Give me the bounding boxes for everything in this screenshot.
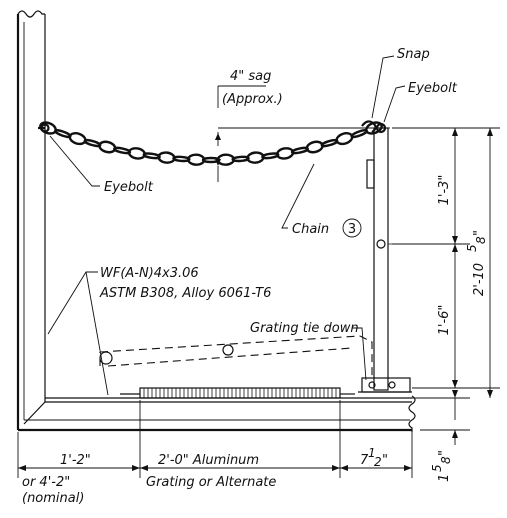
section-material: ASTM B308, Alloy 6061-T6 xyxy=(99,286,271,301)
svg-text:7: 7 xyxy=(360,453,369,468)
svg-text:1: 1 xyxy=(368,446,376,460)
svg-text:2: 2 xyxy=(374,455,382,469)
dim-right-label: 7 1 2 " xyxy=(360,446,388,469)
chain-link xyxy=(68,132,87,146)
sag-dimension xyxy=(215,85,375,182)
section-designation: WF(A-N)4x3.06 xyxy=(100,266,199,281)
sag-note-label: (Approx.) xyxy=(222,92,283,107)
floor-section xyxy=(18,395,416,432)
svg-text:5: 5 xyxy=(465,244,479,252)
chain-link xyxy=(350,129,368,139)
chain-link xyxy=(54,129,72,139)
chain-number: 3 xyxy=(348,222,356,237)
svg-text:2'-10: 2'-10 xyxy=(472,263,487,296)
dim-mid-alt-label: Grating or Alternate xyxy=(146,475,276,490)
dim-small-label: 1 5 8 " xyxy=(430,450,453,482)
left-wall-section xyxy=(16,10,46,430)
snap-hook-icon xyxy=(361,120,377,133)
dim-left-label: 1'-2" xyxy=(60,453,91,468)
dim-lower-label: 1'-6" xyxy=(437,305,452,336)
leaders xyxy=(47,55,406,396)
svg-text:": " xyxy=(437,450,452,456)
dim-left-nominal-label: (nominal) xyxy=(22,491,84,506)
grating xyxy=(120,387,355,399)
grating-tie-down-label: Grating tie down xyxy=(250,321,359,336)
sag-value-label: 4" sag xyxy=(230,69,271,84)
eyebolt-left-icon xyxy=(38,123,50,133)
snap-label: Snap xyxy=(397,47,430,62)
gate-post xyxy=(358,127,412,393)
svg-text:": " xyxy=(472,230,487,236)
eyebolt-left-label: Eyebolt xyxy=(104,180,154,195)
svg-text:8: 8 xyxy=(439,456,453,464)
dim-left-alt-label: or 4'-2" xyxy=(22,475,70,490)
svg-text:1: 1 xyxy=(437,474,452,482)
svg-text:5: 5 xyxy=(430,464,444,472)
chain-link xyxy=(305,140,324,154)
chain-link xyxy=(127,147,147,160)
chain-link xyxy=(275,147,295,160)
chain-link xyxy=(320,138,339,148)
eyebolt-right-label: Eyebolt xyxy=(408,81,458,96)
horizontal-dimensions xyxy=(17,400,413,478)
svg-text:": " xyxy=(382,453,388,468)
svg-text:8: 8 xyxy=(474,236,488,244)
dim-mid-label: 2'-0" Aluminum xyxy=(158,453,259,468)
eyebolt-right-icon xyxy=(375,122,390,134)
chain-label: Chain xyxy=(292,222,329,237)
chain-link xyxy=(231,155,250,163)
dim-upper-label: 1'-3" xyxy=(437,175,452,206)
dim-total-label: 2'-10 5 8 " xyxy=(465,230,488,296)
chain-link xyxy=(98,140,117,154)
gate-swung-position xyxy=(99,335,373,380)
vertical-dimensions xyxy=(388,127,500,445)
grating-bars xyxy=(143,388,337,398)
chain xyxy=(39,121,383,166)
chain-link xyxy=(335,132,354,146)
chain-number-circle xyxy=(342,218,362,238)
